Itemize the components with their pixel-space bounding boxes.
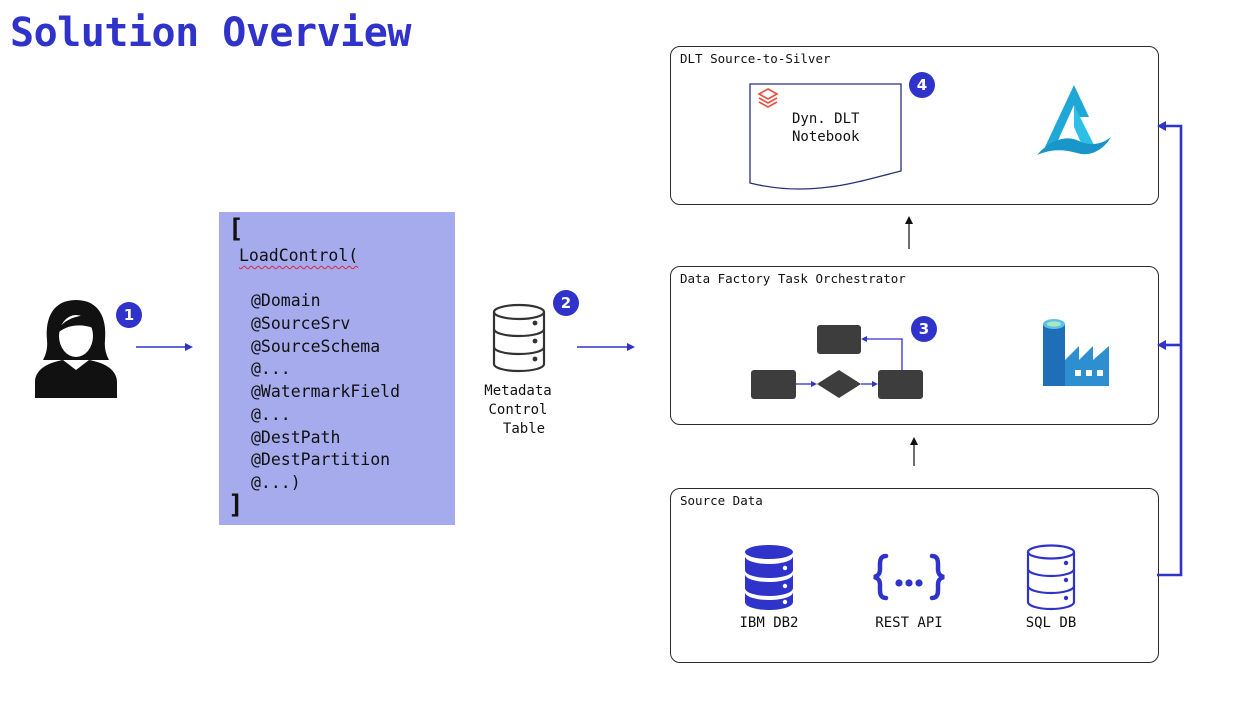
step-badge-2: 2 [553, 290, 579, 316]
code-param: @SourceSchema [251, 337, 381, 356]
notebook-label: Dyn. DLT Notebook [792, 111, 860, 145]
user-icon [35, 300, 117, 398]
database-icon [1026, 544, 1076, 611]
code-param: @WatermarkField [251, 382, 401, 401]
code-param: @Domain [251, 291, 321, 310]
arrow-source-to-orchestrator [910, 437, 918, 466]
code-param: @... [251, 405, 291, 424]
right-connector-arrows [1157, 121, 1183, 577]
databricks-icon [757, 88, 779, 108]
azure-data-factory-icon [1043, 319, 1109, 386]
code-param: @...) [251, 473, 301, 492]
metadata-control-table-label: Metadata Control Table [484, 383, 552, 437]
database-icon [745, 545, 793, 610]
arrow-metadata-to-orchestrator [577, 343, 635, 351]
step-badge-1: 1 [116, 302, 142, 328]
code-param: @DestPath [251, 428, 341, 447]
code-param: @... [251, 359, 291, 378]
workflow-diagram-icon [751, 325, 923, 399]
panel-title: Source Data [680, 493, 763, 508]
database-icon [492, 303, 546, 373]
notebook-icon [749, 83, 902, 190]
code-function: LoadControl( [239, 246, 359, 265]
arrow-orchestrator-to-dlt [905, 216, 913, 249]
code-param: @SourceSrv [251, 314, 351, 333]
code-close-bracket: ] [228, 490, 244, 520]
panel-title: DLT Source-to-Silver [680, 51, 831, 66]
arrow-user-to-code [136, 343, 193, 351]
source-label-ibm-db2: IBM DB2 [739, 615, 799, 631]
json-braces-icon [873, 553, 945, 601]
code-open-bracket: [ [228, 214, 244, 244]
page-title: Solution Overview [10, 10, 411, 56]
panel-title: Data Factory Task Orchestrator [680, 271, 906, 286]
source-label-sql-db: SQL DB [1025, 615, 1077, 631]
code-param: @DestPartition [251, 450, 391, 469]
step-badge-4: 4 [909, 72, 935, 98]
azure-synapse-icon [1037, 85, 1111, 155]
step-badge-3: 3 [911, 316, 937, 342]
source-label-rest-api: REST API [875, 615, 943, 631]
load-control-code-box: [ LoadControl( @Domain @SourceSrv @Sourc… [219, 212, 455, 525]
